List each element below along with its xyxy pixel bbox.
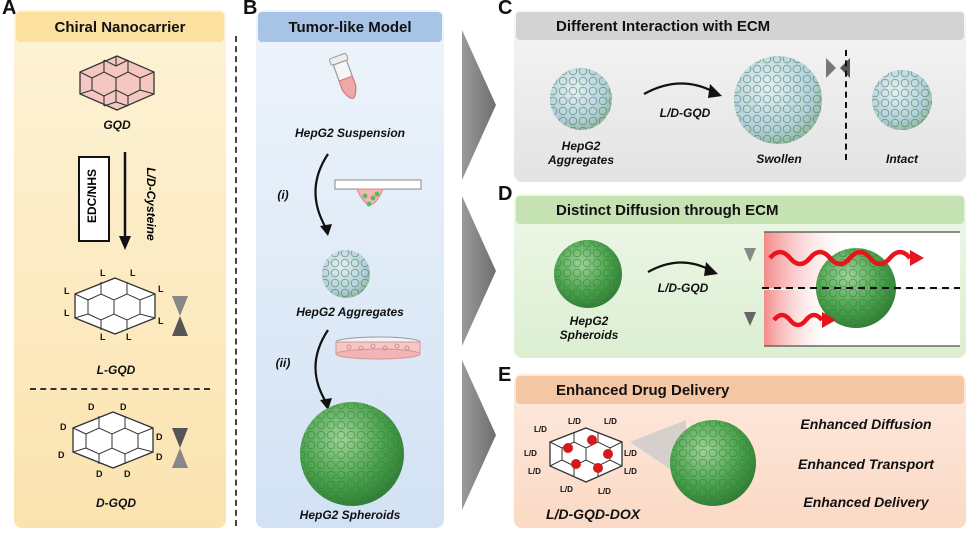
reagent-box-label: EDC/NHS [85, 169, 99, 224]
l-mark: L [126, 332, 132, 342]
d-mark: D [60, 422, 67, 432]
panel-b-header: Tumor-like Model [258, 12, 442, 42]
d-mark: D [120, 402, 127, 412]
ld-mark: L/D [568, 417, 581, 426]
l-mark: L [158, 316, 164, 326]
c-swollen-label: Swollen [756, 152, 802, 166]
test-tube-icon [329, 53, 357, 99]
hanging-drop-plate-icon [334, 179, 422, 207]
d-spheroids-label: HepG2 Spheroids [559, 314, 619, 342]
panel-a-divider [30, 388, 210, 390]
c-curved-arrow-icon [643, 82, 722, 98]
l-gqd-flake-icon: L L L L L L L L [64, 268, 164, 342]
d-gqd-flake-icon: D D D D D D D D [58, 402, 163, 479]
d-gqd-label: D-GQD [96, 496, 136, 510]
ld-mark: L/D [524, 449, 537, 458]
panel-d-letter: D [498, 183, 513, 205]
d-spheroid-icon [554, 240, 622, 308]
ld-mark: L/D [604, 417, 617, 426]
l-mark: L [100, 332, 106, 342]
d-mark: D [88, 402, 95, 412]
a-b-separator [235, 36, 237, 526]
ld-mark: L/D [534, 425, 547, 434]
d-curved-arrow-icon [647, 261, 718, 276]
panel-a-letter: A [2, 0, 17, 19]
l-mark: L [64, 308, 70, 318]
c-swollen-icon [734, 56, 822, 144]
panel-e-header: Enhanced Drug Delivery [516, 376, 964, 404]
ld-mark-group: L/D L/D L/D L/D L/D L/D L/D L/D L/D [524, 417, 637, 496]
d-mark: D [58, 450, 65, 460]
l-mark: L [64, 286, 70, 296]
e-spheroid-icon [670, 420, 756, 506]
e-benefit-1: Enhanced Diffusion [800, 416, 932, 432]
panel-b-letter: B [243, 0, 258, 19]
spheroids-label: HepG2 Spheroids [299, 508, 401, 522]
gqd-dox-complex-icon: L/D L/D L/D L/D L/D L/D L/D L/D L/D [524, 417, 637, 496]
ld-mark: L/D [624, 467, 637, 476]
d-arrow-label: L/D-GQD [657, 281, 709, 295]
curved-arrow-step1-icon [314, 153, 332, 236]
l-gqd-label: L-GQD [96, 363, 136, 377]
c-aggregate-icon [550, 68, 612, 130]
ld-mark: L/D [560, 485, 573, 494]
d-mark: D [156, 432, 163, 442]
e-complex-label: L/D-GQD-DOX [545, 506, 641, 522]
c-intact-icon [872, 70, 932, 130]
d-mark: D [156, 452, 163, 462]
panel-d-header: Distinct Diffusion through ECM [516, 196, 964, 224]
gqd-label: GQD [103, 118, 131, 132]
chevron-right-icon [462, 196, 496, 346]
hepg2-aggregate-icon [322, 250, 370, 298]
d-diffusion-channel [744, 231, 960, 347]
chirality-wedge-icon [172, 428, 188, 468]
panel-c-header: Different Interaction with ECM [516, 12, 964, 40]
panel-a-header: Chiral Nanocarrier [16, 12, 224, 42]
d-mark: D [124, 469, 131, 479]
hepg2-spheroid-icon [300, 402, 404, 506]
c-arrow-label: L/D-GQD [659, 106, 711, 120]
chirality-wedge-icon [172, 296, 188, 336]
d-mark-group: D D D D D D D D [58, 402, 163, 479]
chevron-right-icon [462, 30, 496, 180]
e-benefit-2: Enhanced Transport [798, 456, 934, 472]
l-mark: L [130, 268, 136, 278]
reagent-side-label: L/D-Cysteine [144, 167, 158, 241]
step2-label: (ii) [275, 356, 291, 370]
suspension-label: HepG2 Suspension [294, 126, 406, 140]
panel-e-letter: E [498, 364, 512, 386]
aggregates-label: HepG2 Aggregates [296, 305, 404, 319]
curved-arrow-step2-icon [314, 329, 332, 410]
ld-mark: L/D [598, 487, 611, 496]
l-mark-group: L L L L L L L L [64, 268, 164, 342]
panel-c-letter: C [498, 0, 513, 19]
l-mark: L [100, 268, 106, 278]
chevron-right-icon [462, 360, 496, 510]
culture-dish-icon [335, 336, 421, 360]
l-mark: L [158, 284, 164, 294]
e-benefit-3: Enhanced Delivery [803, 494, 929, 510]
c-aggregates-label: HepG2 Aggregates [547, 139, 615, 167]
ld-mark: L/D [528, 467, 541, 476]
d-mark: D [96, 469, 103, 479]
c-divider [845, 50, 847, 160]
ld-mark: L/D [624, 449, 637, 458]
gqd-flake-icon [79, 55, 155, 111]
step1-label: (i) [277, 188, 289, 202]
reaction-arrow-icon [119, 152, 131, 250]
c-chirality-wedge-icon [826, 58, 850, 78]
reagent-box [78, 156, 110, 242]
c-intact-label: Intact [885, 152, 918, 166]
